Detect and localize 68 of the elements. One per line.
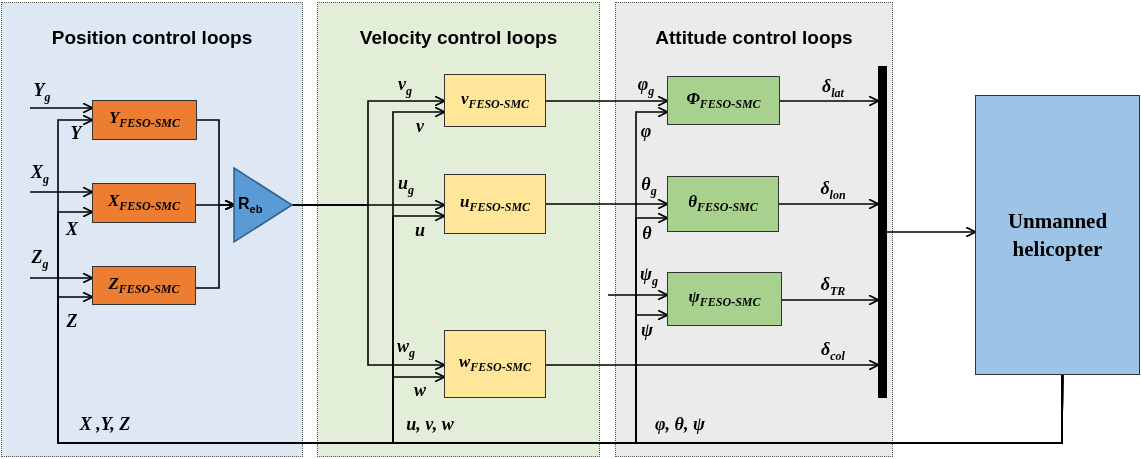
signal-label: ψ$_{g}$ xyxy=(640,265,658,287)
signal-label: δ$_{lon}$ xyxy=(820,179,846,201)
signal-arrow xyxy=(195,199,236,289)
block-label: Z$_{FESO-SMC}$ xyxy=(108,273,180,298)
signal-label: u$_{g}$ xyxy=(398,174,414,196)
signal-label: Z$_{g}$ xyxy=(31,248,49,270)
signal-label: δ$_{col}$ xyxy=(821,340,845,362)
block-label: v$_{FESO-SMC}$ xyxy=(460,88,530,113)
signal-label: w$_{g}$ xyxy=(397,337,415,359)
signal-arrow xyxy=(607,289,669,301)
signal-label: Y$_{g}$ xyxy=(33,81,51,103)
controller-block xyxy=(444,174,546,234)
signal-label: w xyxy=(414,381,426,399)
controller-block xyxy=(444,330,546,398)
panel-title: Velocity control loops xyxy=(358,27,559,49)
signal-label: X$_{g}$ xyxy=(31,163,49,185)
block-label: R$_{eb}$ xyxy=(238,194,263,216)
signal-label: u xyxy=(415,221,425,239)
signal-arrow xyxy=(781,294,880,306)
signal-label: δ$_{lat}$ xyxy=(822,77,844,99)
controller-block xyxy=(92,100,197,140)
block-label: θ$_{FESO-SMC}$ xyxy=(688,192,758,216)
block-label: ψ$_{FESO-SMC}$ xyxy=(688,287,761,311)
signal-arrow xyxy=(778,198,880,210)
signal-label: v xyxy=(416,117,424,135)
signal-arrow xyxy=(545,95,669,107)
panel-background xyxy=(615,2,893,457)
signal-label: Y xyxy=(70,124,82,142)
signal-arrow xyxy=(545,198,669,210)
plant-block xyxy=(975,95,1140,375)
controller-block xyxy=(667,176,779,232)
signal-arrow xyxy=(29,186,94,198)
block-label: Unmanned helicopter xyxy=(1006,207,1109,263)
signal-arrow xyxy=(29,272,94,284)
feedback-label: φ, θ, ψ xyxy=(655,415,705,433)
feedback-label: u, v, w xyxy=(406,415,454,433)
signal-arrow xyxy=(779,95,880,107)
block-label: X$_{FESO-SMC}$ xyxy=(107,191,180,215)
signal-label: θ xyxy=(642,224,652,242)
mixer-bar xyxy=(878,66,887,398)
controller-block xyxy=(667,76,780,125)
signal-arrow xyxy=(635,309,1064,444)
feedback-label: X ,Y, Z xyxy=(79,415,131,433)
signal-label: X xyxy=(66,220,78,238)
signal-label: φ$_{g}$ xyxy=(637,75,655,97)
controller-block xyxy=(667,272,782,326)
signal-label: ψ xyxy=(641,321,653,339)
signal-label: Z xyxy=(66,312,78,330)
controller-block xyxy=(92,183,196,223)
block-label: u$_{FESO-SMC}$ xyxy=(459,192,531,216)
panel-title: Attitude control loops xyxy=(654,27,854,49)
signal-arrow xyxy=(29,102,94,114)
block-label: Φ$_{FESO-SMC}$ xyxy=(686,88,761,113)
signal-arrow xyxy=(545,359,880,371)
controller-block xyxy=(444,74,546,127)
signal-arrow xyxy=(291,204,446,371)
signal-label: v$_{g}$ xyxy=(398,75,412,97)
signal-arrow xyxy=(886,226,977,238)
panel-background xyxy=(1,2,303,457)
panel-background xyxy=(317,2,600,457)
block-label: Y$_{FESO-SMC}$ xyxy=(108,108,181,132)
controller-block xyxy=(92,266,196,305)
gain-triangle xyxy=(234,168,292,242)
block-label: w$_{FESO-SMC}$ xyxy=(458,352,531,376)
signal-label: θ$_{g}$ xyxy=(641,175,657,197)
signal-label: δ$_{TR}$ xyxy=(820,275,846,297)
signal-label: φ xyxy=(640,122,652,140)
panel-title: Position control loops xyxy=(50,27,254,49)
